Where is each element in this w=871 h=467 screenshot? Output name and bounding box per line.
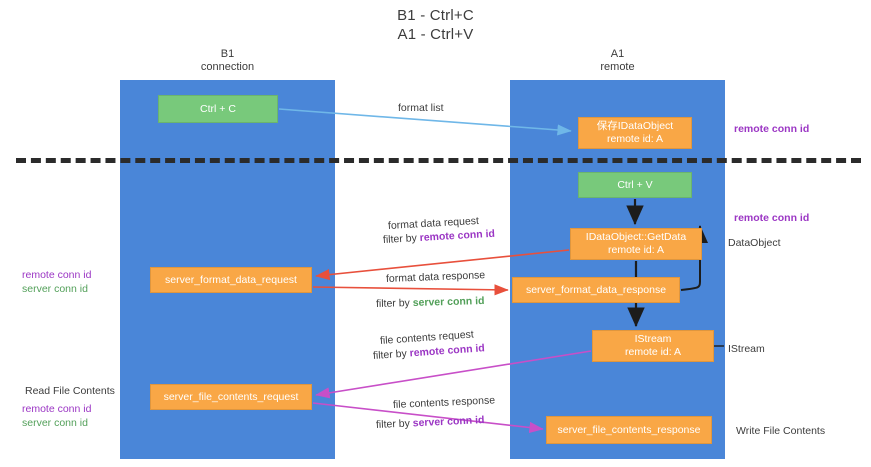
annotation-left-conn-ids-bottom: remote conn id server conn id [22, 402, 91, 430]
annotation-dataobject: DataObject [728, 237, 781, 249]
column-header-a1: A1 remote [530, 48, 705, 74]
node-save-idataobject-line2: remote id: A [606, 133, 664, 145]
edge-label-format-data-response-filter: filter by server conn id [376, 294, 485, 311]
phase-separator [16, 158, 861, 163]
annotation-remote-conn-id-left-1: remote conn id [22, 269, 92, 281]
annotation-write-file-contents: Write File Contents [736, 425, 826, 437]
filter-key: server conn id [412, 294, 485, 309]
page-title: B1 - Ctrl+C A1 - Ctrl+V [0, 6, 871, 44]
node-idataobject-getdata[interactable]: IDataObject::GetData remote id: A [570, 228, 702, 260]
annotation-remote-conn-id-top: remote conn id [734, 123, 810, 135]
column-header-b1-name: B1 [220, 48, 235, 60]
filter-key: remote conn id [409, 342, 486, 360]
edge-label-file-contents-response-filter: filter by server conn id [376, 413, 485, 432]
annotation-istream: IStream [728, 343, 765, 355]
node-ctrl-c[interactable]: Ctrl + C [158, 95, 278, 123]
node-istream[interactable]: IStream remote id: A [592, 330, 714, 362]
column-header-b1: B1 connection [140, 48, 315, 74]
node-server-format-data-request[interactable]: server_format_data_request [150, 267, 312, 293]
edge-label-file-contents-response: file contents response [392, 394, 496, 411]
node-save-idataobject[interactable]: 保存IDataObject remote id: A [578, 117, 692, 149]
node-server-file-contents-response-label: server_file_contents_response [557, 423, 701, 436]
annotation-remote-conn-id-mid: remote conn id [734, 212, 810, 224]
node-ctrl-v[interactable]: Ctrl + V [578, 172, 692, 198]
node-idataobject-getdata-line1: IDataObject::GetData [585, 231, 687, 243]
node-save-idataobject-line1: 保存IDataObject [596, 120, 674, 132]
filter-prefix: filter by [372, 347, 411, 362]
node-server-file-contents-request[interactable]: server_file_contents_request [150, 384, 312, 410]
annotation-read-file-contents: Read File Contents [25, 385, 115, 397]
annotation-remote-conn-id-left-2: remote conn id [22, 403, 92, 415]
column-header-a1-name: A1 [610, 48, 625, 60]
node-server-format-data-response[interactable]: server_format_data_response [512, 277, 680, 303]
annotation-server-conn-id-left-2: server conn id [22, 417, 88, 429]
edge-label-format-list: format list [398, 102, 444, 114]
column-header-a1-sub: remote [600, 61, 635, 73]
annotation-server-conn-id-left-1: server conn id [22, 283, 88, 295]
filter-key: server conn id [412, 414, 485, 430]
edge-label-format-data-response: format data response [385, 269, 486, 285]
annotation-left-conn-ids-top: remote conn id server conn id [22, 268, 91, 296]
node-idataobject-getdata-line2: remote id: A [607, 244, 665, 256]
node-server-format-data-request-label: server_format_data_request [165, 273, 297, 286]
node-ctrl-v-label: Ctrl + V [617, 178, 653, 191]
node-server-format-data-response-label: server_format_data_response [525, 283, 667, 296]
node-istream-line2: remote id: A [624, 346, 682, 358]
filter-prefix: filter by [375, 417, 413, 431]
node-server-file-contents-request-label: server_file_contents_request [163, 390, 299, 403]
title-line-2: A1 - Ctrl+V [397, 26, 474, 43]
filter-prefix: filter by [375, 296, 413, 310]
filter-key: remote conn id [419, 227, 496, 244]
filter-prefix: filter by [382, 231, 421, 246]
node-ctrl-c-label: Ctrl + C [200, 102, 236, 115]
title-line-1: B1 - Ctrl+C [397, 7, 474, 24]
column-header-b1-sub: connection [200, 61, 255, 73]
node-istream-line1: IStream [634, 333, 672, 345]
node-server-file-contents-response[interactable]: server_file_contents_response [546, 416, 712, 444]
